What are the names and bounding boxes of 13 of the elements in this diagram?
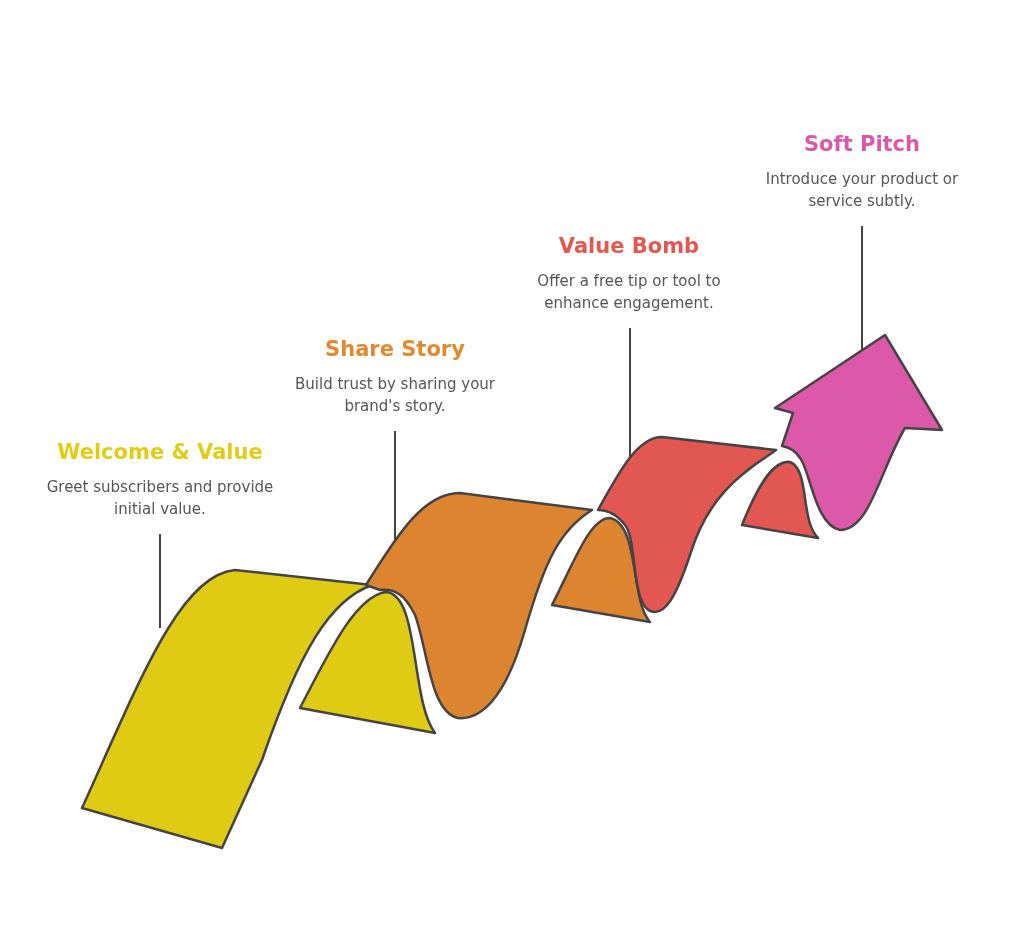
step-heading: Soft Pitch: [803, 132, 921, 156]
leader-line: [159, 533, 161, 629]
ribbon-arrowhead: [773, 333, 944, 532]
ribbon-segment: [80, 568, 437, 850]
ribbon-segment: [364, 491, 652, 720]
step-description: Introduce your product or service subtly.: [764, 169, 960, 212]
step-heading: Share Story: [325, 337, 465, 361]
step-description: Greet subscribers and provide initial value.: [45, 477, 275, 520]
step-description: Offer a free tip or tool to enhance engagement.: [536, 271, 722, 314]
step-heading: Welcome & Value: [57, 440, 263, 464]
ribbon-segment: [596, 435, 820, 614]
step-heading: Value Bomb: [558, 234, 700, 258]
step-description: Build trust by sharing your brand's story.: [294, 374, 496, 417]
